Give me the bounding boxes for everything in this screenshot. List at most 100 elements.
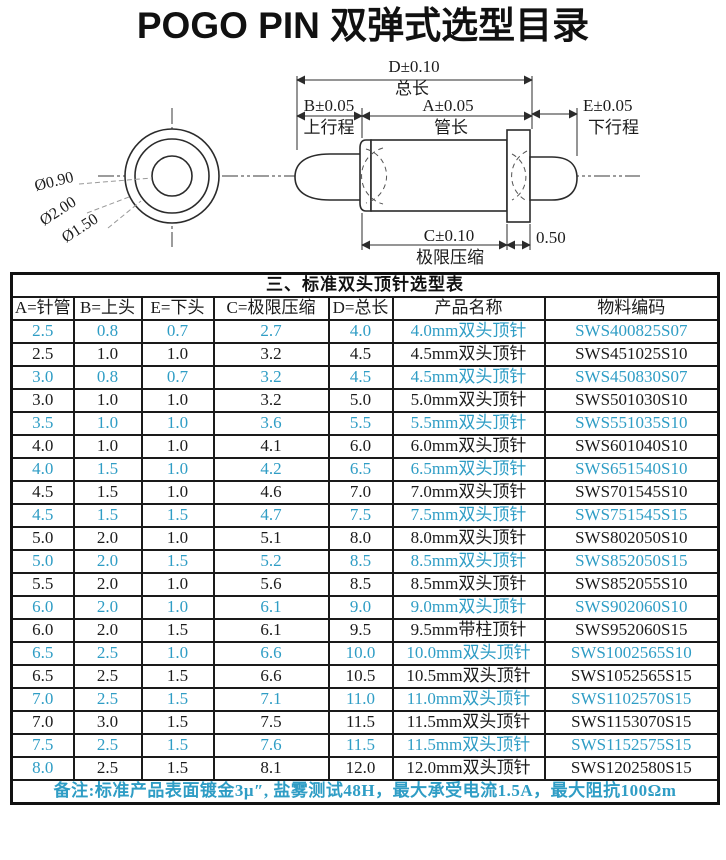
cell-d: 11.5: [327, 710, 394, 735]
cell-a: 2.5: [10, 342, 75, 367]
dim-tube-length-value: A±0.05: [422, 96, 473, 115]
table-row: 3.0 0.8 0.7 3.2 4.5 4.5mm双头顶针 SWS450830S…: [10, 365, 720, 390]
cell-b: 2.5: [72, 664, 143, 689]
cell-product-name: 11.5mm双头顶针: [391, 710, 546, 735]
table-row: 6.0 2.0 1.5 6.1 9.5 9.5mm带柱顶针 SWS952060S…: [10, 618, 720, 643]
cell-product-name: 4.0mm双头顶针: [391, 319, 546, 344]
cell-product-name: 11.0mm双头顶针: [391, 687, 546, 712]
cell-c: 6.6: [212, 664, 330, 689]
cell-material-code: SWS1052565S15: [543, 664, 720, 689]
table-row: 3.0 1.0 1.0 3.2 5.0 5.0mm双头顶针 SWS501030S…: [10, 388, 720, 413]
note-row: 备注:标准产品表面镀金3μ″, 盐雾测试48H，最大承受电流1.5A，最大阻抗1…: [10, 779, 720, 805]
leader-line: [86, 196, 130, 214]
cell-e: 1.0: [140, 457, 215, 482]
cell-e: 1.5: [140, 664, 215, 689]
cell-d: 9.5: [327, 618, 394, 643]
cell-a: 4.0: [10, 434, 75, 459]
cell-product-name: 8.0mm双头顶针: [391, 526, 546, 551]
cell-c: 7.1: [212, 687, 330, 712]
header-a-needle-tube: A=针管: [10, 296, 75, 321]
cell-d: 4.5: [327, 342, 394, 367]
cell-b: 1.0: [72, 434, 143, 459]
dim-total-length-value: D±0.10: [388, 57, 439, 76]
cell-material-code: SWS551035S10: [543, 411, 720, 436]
cell-e: 1.0: [140, 595, 215, 620]
cell-a: 3.0: [10, 388, 75, 413]
cell-d: 8.0: [327, 526, 394, 551]
cell-c: 5.6: [212, 572, 330, 597]
cell-a: 6.0: [10, 595, 75, 620]
header-c-max-compression: C=极限压缩: [212, 296, 330, 321]
cell-e: 1.5: [140, 756, 215, 781]
cell-product-name: 10.5mm双头顶针: [391, 664, 546, 689]
cell-e: 0.7: [140, 365, 215, 390]
cell-c: 3.2: [212, 342, 330, 367]
cell-b: 1.0: [72, 388, 143, 413]
cell-b: 2.0: [72, 572, 143, 597]
cell-c: 7.5: [212, 710, 330, 735]
cell-b: 3.0: [72, 710, 143, 735]
cell-c: 4.2: [212, 457, 330, 482]
cell-material-code: SWS952060S15: [543, 618, 720, 643]
cell-material-code: SWS450830S07: [543, 365, 720, 390]
hidden-line: [361, 147, 384, 205]
table-body: 2.5 0.8 0.7 2.7 4.0 4.0mm双头顶针 SWS400825S…: [10, 319, 720, 781]
cell-a: 4.0: [10, 457, 75, 482]
cell-product-name: 5.5mm双头顶针: [391, 411, 546, 436]
header-product-name: 产品名称: [391, 296, 546, 321]
cell-b: 1.5: [72, 457, 143, 482]
cell-c: 2.7: [212, 319, 330, 344]
dim-tube-length-label: 管长: [434, 118, 468, 137]
cell-material-code: SWS451025S10: [543, 342, 720, 367]
cell-e: 0.7: [140, 319, 215, 344]
cell-product-name: 6.0mm双头顶针: [391, 434, 546, 459]
table-row: 4.0 1.5 1.0 4.2 6.5 6.5mm双头顶针 SWS651540S…: [10, 457, 720, 482]
table-title: 三、标准双头顶针选型表: [10, 272, 720, 298]
cell-e: 1.0: [140, 342, 215, 367]
dim-lower-stroke-value: E±0.05: [583, 96, 632, 115]
header-e-lower-head: E=下头: [140, 296, 215, 321]
side-view: D±0.10 总长 B±0.05 上行程 A±0.05 管长 E±0.05 下行…: [294, 57, 639, 267]
cell-a: 6.5: [10, 641, 75, 666]
inner-circle: [151, 155, 193, 197]
cell-b: 2.0: [72, 618, 143, 643]
leader-line: [107, 200, 142, 229]
table-row: 6.5 2.5 1.5 6.6 10.5 10.5mm双头顶针 SWS10525…: [10, 664, 720, 689]
cell-material-code: SWS601040S10: [543, 434, 720, 459]
table-row: 4.5 1.5 1.0 4.6 7.0 7.0mm双头顶针 SWS701545S…: [10, 480, 720, 505]
cell-product-name: 7.5mm双头顶针: [391, 503, 546, 528]
cell-c: 6.6: [212, 641, 330, 666]
cell-c: 3.2: [212, 365, 330, 390]
table-row: 5.0 2.0 1.0 5.1 8.0 8.0mm双头顶针 SWS802050S…: [10, 526, 720, 551]
table-header-row: A=针管 B=上头 E=下头 C=极限压缩 D=总长 产品名称 物料编码: [10, 296, 720, 321]
cell-d: 7.5: [327, 503, 394, 528]
cell-e: 1.5: [140, 549, 215, 574]
cell-d: 7.0: [327, 480, 394, 505]
cell-a: 4.5: [10, 503, 75, 528]
cell-b: 1.0: [72, 342, 143, 367]
cell-material-code: SWS1202580S15: [543, 756, 720, 781]
cell-e: 1.5: [140, 710, 215, 735]
cell-a: 3.5: [10, 411, 75, 436]
cell-material-code: SWS651540S10: [543, 457, 720, 482]
dim-flange-width-value: 0.50: [536, 228, 566, 247]
cell-a: 4.5: [10, 480, 75, 505]
cell-a: 7.5: [10, 733, 75, 758]
cell-material-code: SWS1152575S15: [543, 733, 720, 758]
cell-d: 6.0: [327, 434, 394, 459]
cell-b: 2.0: [72, 549, 143, 574]
front-view: Ø0.90 Ø2.00 Ø1.50: [33, 128, 220, 246]
cell-e: 1.0: [140, 572, 215, 597]
table-row: 2.5 0.8 0.7 2.7 4.0 4.0mm双头顶针 SWS400825S…: [10, 319, 720, 344]
cell-e: 1.5: [140, 733, 215, 758]
left-plunger: [294, 153, 363, 201]
cell-material-code: SWS852055S10: [543, 572, 720, 597]
cell-d: 9.0: [327, 595, 394, 620]
cell-product-name: 6.5mm双头顶针: [391, 457, 546, 482]
cell-product-name: 5.0mm双头顶针: [391, 388, 546, 413]
cell-material-code: SWS1153070S15: [543, 710, 720, 735]
cell-a: 7.0: [10, 710, 75, 735]
pogo-pin-technical-drawing: Ø0.90 Ø2.00 Ø1.50 D±0.10 总: [33, 57, 640, 267]
diameter-inner-label: Ø0.90: [33, 169, 75, 195]
cell-c: 4.6: [212, 480, 330, 505]
